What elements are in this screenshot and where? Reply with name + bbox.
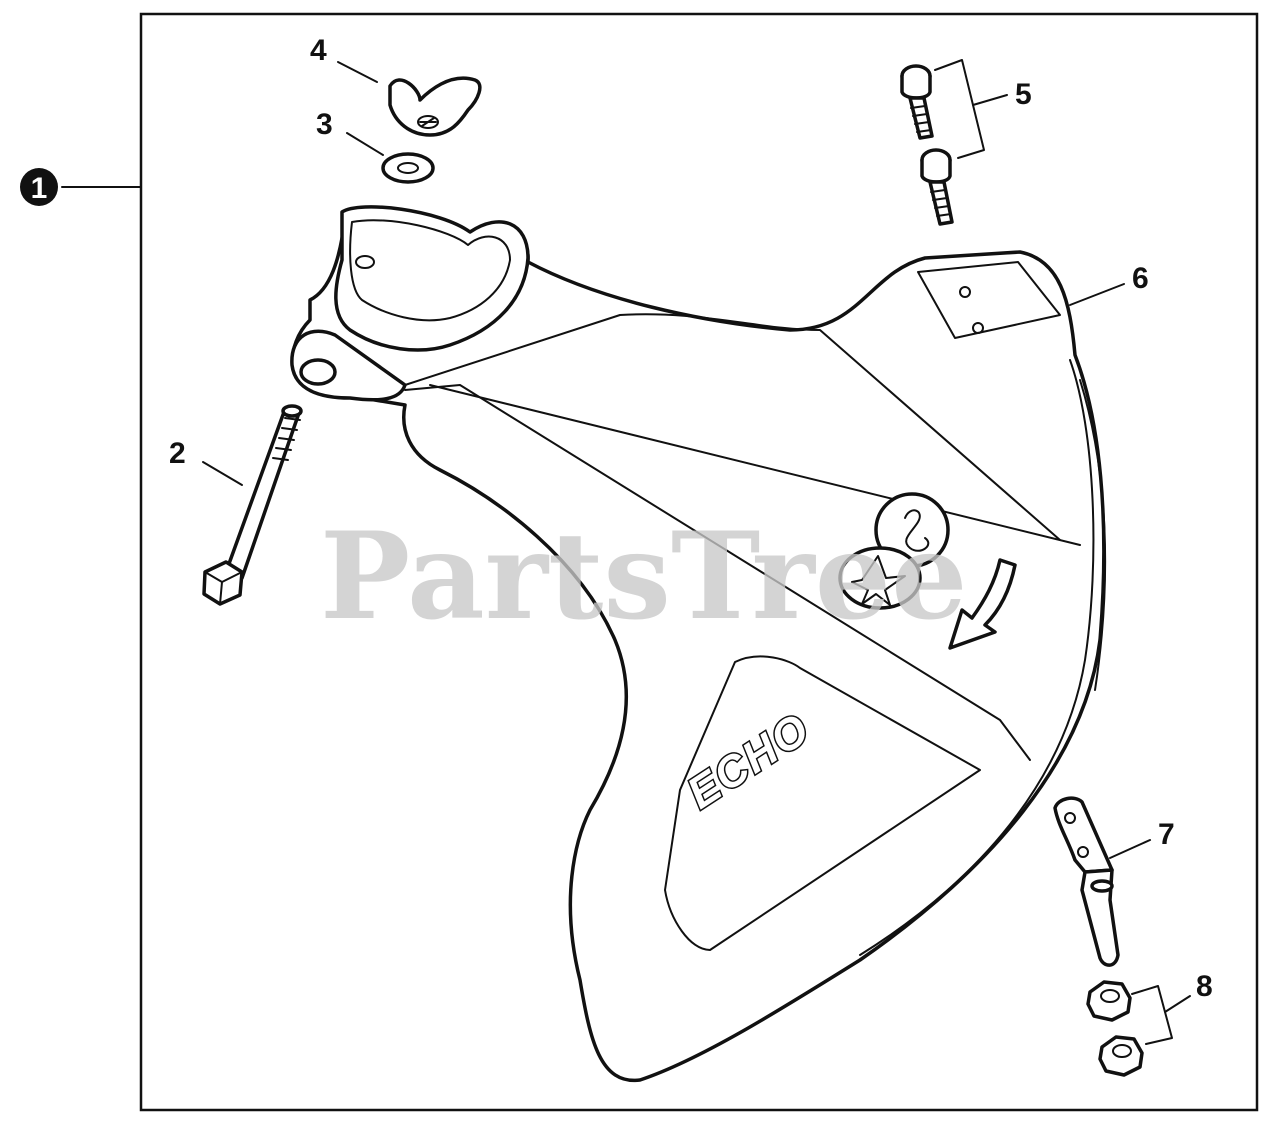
bolt-hex-head	[202, 560, 244, 606]
guard-mount-bracket	[334, 205, 530, 352]
wing-nut-body	[388, 76, 482, 137]
callout-5[interactable]: 5	[934, 59, 1032, 159]
callout-7-label: 7	[1158, 818, 1175, 851]
guard-flange	[917, 261, 1061, 339]
callout-7[interactable]: 7	[1109, 818, 1175, 859]
wing-nut-threads	[419, 117, 437, 127]
washer-hole	[397, 162, 419, 174]
bolt-thread-marks	[272, 417, 301, 461]
wing-nut-part-4[interactable]	[388, 76, 482, 137]
nut-upper-hole	[1100, 989, 1120, 1003]
guard-bracket-hole	[355, 255, 375, 269]
washer-part-3[interactable]	[381, 152, 435, 184]
screw-lower-cap	[920, 158, 952, 184]
callout-8[interactable]: 8	[1131, 970, 1213, 1045]
guard-bolt-hole	[299, 358, 337, 386]
bracket-hole-1	[1064, 812, 1076, 824]
callout-5-label: 5	[1015, 78, 1032, 111]
watermark: PartsTree	[320, 506, 967, 647]
guard-rim-line	[859, 359, 1095, 956]
nut-upper	[1086, 980, 1132, 1022]
callout-4-label: 4	[310, 34, 327, 67]
callout-6-label: 6	[1132, 262, 1149, 295]
screw-lower-threads	[930, 189, 952, 217]
decal-warning-symbol	[904, 509, 930, 552]
nut-lower-hole	[1112, 1044, 1132, 1058]
screw-lower	[920, 148, 954, 226]
guard-logo-panel	[664, 655, 981, 951]
screw-upper-cap	[900, 74, 932, 100]
callout-3[interactable]: 3	[316, 108, 384, 156]
assembly-marker[interactable]: 1	[20, 168, 142, 206]
callout-5-bracket	[934, 59, 985, 159]
diagram-frame	[139, 12, 1259, 1112]
guard-flange-hole-1	[959, 286, 971, 298]
assembly-number: 1	[31, 172, 48, 205]
decal-star-shape	[851, 555, 906, 606]
bracket-hole-2	[1077, 846, 1089, 858]
callout-3-label: 3	[316, 108, 333, 141]
callout-2-label: 2	[169, 437, 186, 470]
bolt-shank	[224, 408, 302, 580]
callout-4[interactable]: 4	[310, 34, 378, 83]
guard-flange-hole-2	[972, 322, 984, 334]
washer-outer	[381, 152, 435, 184]
screws-part-5[interactable]	[900, 64, 954, 226]
callout-5-leader	[972, 94, 1008, 106]
blade-guard-part-6[interactable]: ECHO	[290, 205, 1107, 1083]
callout-2-leader	[202, 461, 243, 486]
screw-lower-shank	[928, 180, 954, 226]
callout-6-leader	[1069, 283, 1125, 306]
screw-upper-threads	[910, 105, 932, 133]
bolt-head-facets	[204, 571, 243, 605]
guard-panel-line-2	[429, 384, 1081, 546]
callout-8-leader	[1164, 995, 1191, 1013]
callout-8-label: 8	[1196, 970, 1213, 1003]
callout-2[interactable]: 2	[169, 437, 243, 486]
guard-body	[291, 211, 1106, 1083]
nuts-part-8[interactable]	[1086, 980, 1144, 1077]
guard-bracket-inner	[349, 219, 511, 322]
guard-inner-rib	[404, 313, 1061, 541]
bracket-arm	[1080, 868, 1120, 967]
decal-star-emblem	[838, 546, 922, 610]
callout-6[interactable]: 6	[1069, 262, 1149, 306]
wing-nut-hole	[417, 115, 439, 129]
bolt-tip	[281, 404, 303, 418]
nut-lower	[1098, 1035, 1144, 1077]
bracket-plate	[1053, 796, 1114, 874]
rotation-arrow-icon	[948, 558, 1017, 650]
bolt-part-2[interactable]	[202, 404, 303, 606]
callout-8-bracket	[1131, 985, 1173, 1045]
callout-3-leader	[346, 132, 384, 156]
callout-7-leader	[1109, 839, 1151, 859]
screw-upper	[900, 64, 934, 140]
guard-rim-line-2	[1079, 379, 1107, 691]
callout-4-leader	[337, 61, 378, 83]
guard-panel-line-1	[404, 384, 1031, 761]
bracket-stud	[1090, 879, 1114, 893]
bracket-part-7[interactable]	[1053, 796, 1120, 967]
assembly-marker-badge	[20, 168, 58, 206]
